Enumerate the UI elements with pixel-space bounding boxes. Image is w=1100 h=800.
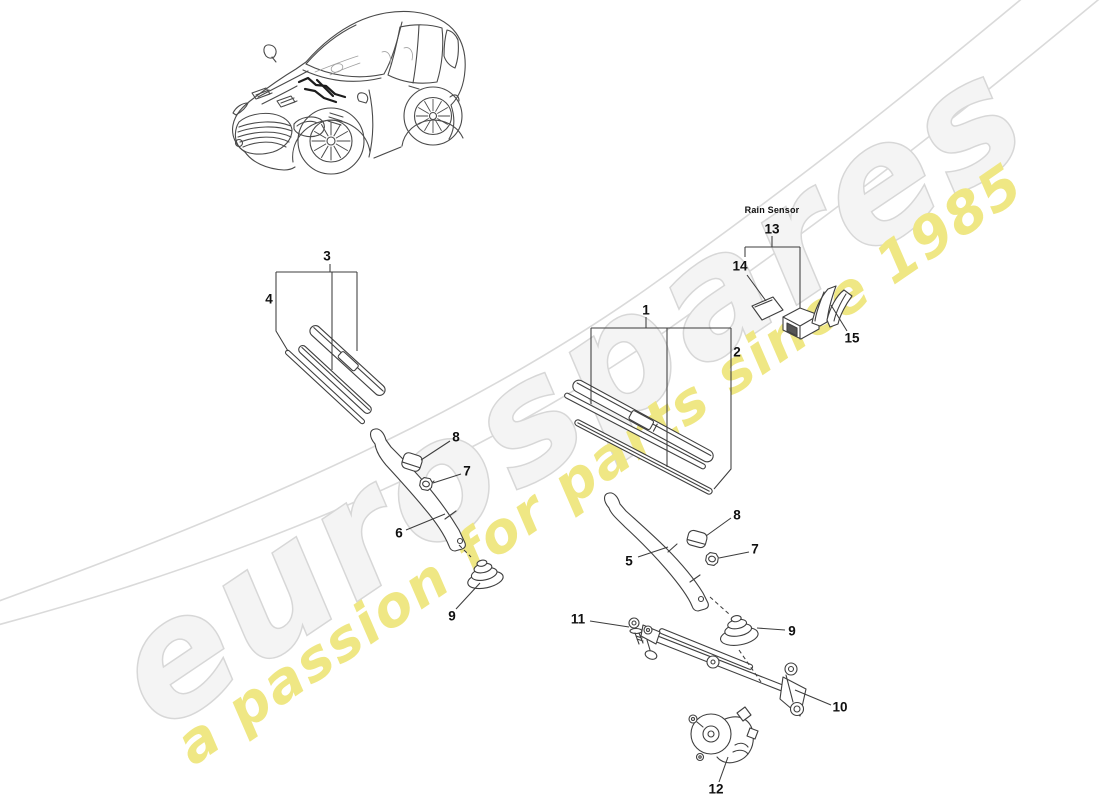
callout-1: 1 xyxy=(642,302,650,318)
callout-11: 11 xyxy=(570,611,586,627)
part-nut-right xyxy=(705,552,719,566)
part-wiper-linkage xyxy=(640,624,807,717)
part-pivot-grommet-right xyxy=(719,615,759,646)
leader-lines xyxy=(275,236,848,783)
rear-wheel xyxy=(403,86,463,146)
callout-15: 15 xyxy=(844,330,860,346)
callout-7-right: 7 xyxy=(751,541,759,557)
part-nut-left xyxy=(419,477,433,491)
callout-12: 12 xyxy=(708,781,724,797)
callout-8-left: 8 xyxy=(452,429,460,445)
front-wheel xyxy=(297,107,365,175)
part-pivot-grommet-left xyxy=(467,559,504,590)
part-wiper-arm-left xyxy=(369,428,466,552)
part-blade-assembly-front xyxy=(564,379,714,495)
callout-9-right: 9 xyxy=(788,623,796,639)
callout-9-left: 9 xyxy=(448,608,456,624)
callout-3: 3 xyxy=(323,248,331,264)
part-blade-assembly-left xyxy=(284,325,386,425)
callout-8-right: 8 xyxy=(733,507,741,523)
callout-4: 4 xyxy=(265,291,273,307)
part-pivot-cap-right xyxy=(686,529,708,549)
part-wiper-arm-right xyxy=(603,492,709,612)
rain-sensor-heading: Rain Sensor xyxy=(744,205,800,215)
callout-6: 6 xyxy=(395,525,403,541)
part-sensor-pad xyxy=(751,296,784,321)
callout-13: 13 xyxy=(764,221,780,237)
callout-5: 5 xyxy=(625,553,633,569)
callout-14: 14 xyxy=(732,258,748,274)
callout-7-left: 7 xyxy=(463,463,471,479)
part-pivot-cap-left xyxy=(401,452,423,472)
callout-2: 2 xyxy=(733,344,741,360)
part-wiper-motor xyxy=(688,706,759,764)
car-illustration xyxy=(232,10,466,175)
car-wiper-highlight xyxy=(297,76,347,104)
part-sensor-cover xyxy=(811,285,853,328)
callout-10: 10 xyxy=(832,699,848,715)
part-bolt xyxy=(628,617,644,645)
